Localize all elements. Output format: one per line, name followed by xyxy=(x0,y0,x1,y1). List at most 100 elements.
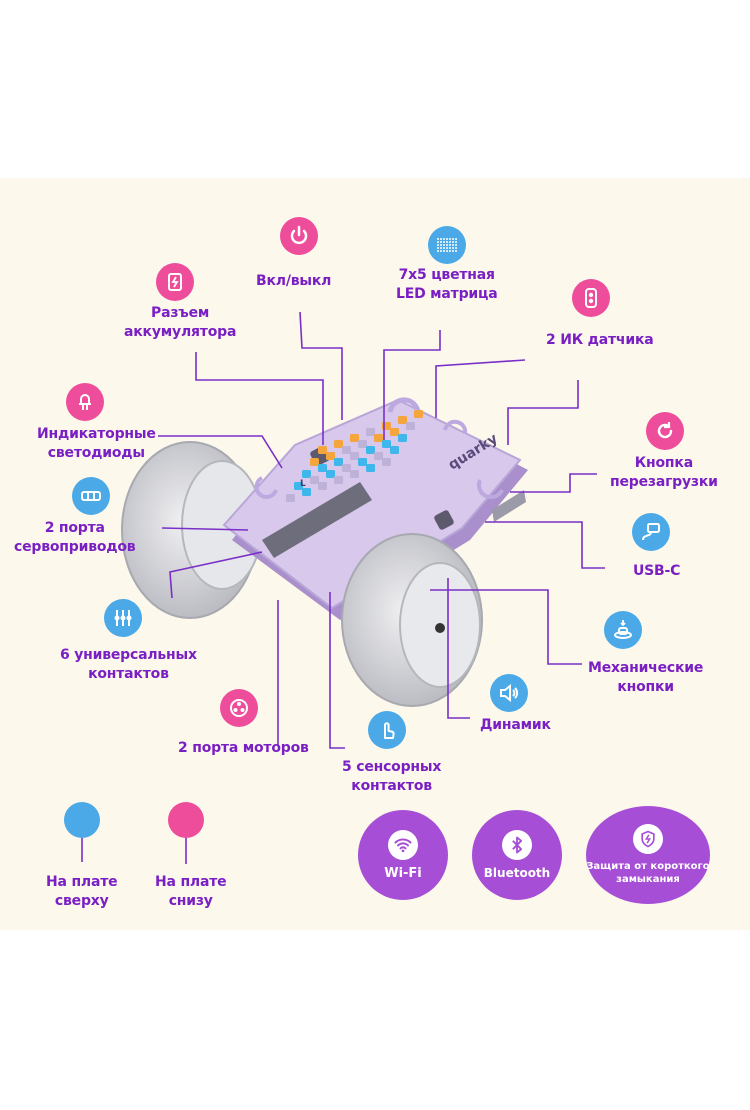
led-cell xyxy=(294,482,303,490)
matrix-icon-dot xyxy=(437,247,439,249)
matrix-icon-dot xyxy=(449,247,451,249)
usb-c-icon xyxy=(632,513,670,551)
led-matrix-icon xyxy=(428,226,466,264)
led-cell xyxy=(350,470,359,478)
matrix-icon-dot xyxy=(446,247,448,249)
matrix-icon-dot xyxy=(443,241,445,243)
matrix-icon-dot xyxy=(455,250,457,252)
shield-icon xyxy=(633,824,663,854)
led-cell xyxy=(398,434,407,442)
quarky-board xyxy=(222,397,528,620)
label-speaker: Динамик xyxy=(480,717,551,733)
led-cell xyxy=(342,446,351,454)
matrix-icon-dot xyxy=(440,250,442,252)
right-wheel xyxy=(341,533,483,707)
led-cell xyxy=(334,458,343,466)
universal-pins-icon xyxy=(104,599,142,637)
matrix-icon-dot xyxy=(440,238,442,240)
speaker-icon xyxy=(490,674,528,712)
matrix-icon-dot xyxy=(440,244,442,246)
label-usb-c: USB-C xyxy=(633,563,681,579)
led-cell xyxy=(374,452,383,460)
touch-icon xyxy=(368,711,406,749)
matrix-icon-dot xyxy=(446,250,448,252)
ir-sensor-icon xyxy=(572,279,610,317)
matrix-icon-dot xyxy=(437,241,439,243)
wifi-label: Wi-Fi xyxy=(384,865,422,881)
led-cell xyxy=(390,428,399,436)
led-cell xyxy=(326,452,335,460)
led-cell xyxy=(382,440,391,448)
bluetooth-label: Bluetooth xyxy=(483,866,551,880)
led-cell xyxy=(342,464,351,472)
led-cell xyxy=(382,458,391,466)
matrix-icon-dot xyxy=(452,247,454,249)
matrix-icon-dot xyxy=(455,241,457,243)
led-cell xyxy=(398,416,407,424)
matrix-icon-dot xyxy=(452,241,454,243)
matrix-icon-dot xyxy=(449,241,451,243)
mechanical-button-icon xyxy=(604,611,642,649)
led-cell xyxy=(302,470,311,478)
led-matrix xyxy=(286,410,423,502)
power-icon xyxy=(280,217,318,255)
matrix-icon-dot xyxy=(443,238,445,240)
led-cell xyxy=(318,482,327,490)
led-cell xyxy=(334,476,343,484)
motor-port-icon xyxy=(220,689,258,727)
matrix-icon-dot xyxy=(443,244,445,246)
matrix-icon-dot xyxy=(452,238,454,240)
led-cell xyxy=(302,488,311,496)
bluetooth-icon xyxy=(502,830,532,860)
led-cell xyxy=(366,428,375,436)
legend-top-dot xyxy=(64,802,100,838)
led-cell xyxy=(366,464,375,472)
led-cell xyxy=(310,458,319,466)
led-cell xyxy=(358,458,367,466)
label-ir-sensors: 2 ИК датчика xyxy=(546,332,654,348)
led-cell xyxy=(350,434,359,442)
led-cell xyxy=(334,440,343,448)
label-power: Вкл/выкл xyxy=(256,273,332,289)
servo-port-icon xyxy=(72,477,110,515)
matrix-icon-dot xyxy=(449,244,451,246)
matrix-icon-dot xyxy=(446,238,448,240)
led-cell xyxy=(374,434,383,442)
leader-lines xyxy=(81,311,605,864)
matrix-icon-dot xyxy=(440,241,442,243)
led-cell xyxy=(358,440,367,448)
wifi-icon xyxy=(388,829,418,860)
matrix-icon-dot xyxy=(443,247,445,249)
matrix-icon-dot xyxy=(440,247,442,249)
matrix-icon-dot xyxy=(437,244,439,246)
led-cell xyxy=(406,422,415,430)
led-cell xyxy=(326,470,335,478)
wifi-badge: Wi-Fi xyxy=(358,810,448,900)
matrix-icon-dot xyxy=(449,238,451,240)
matrix-icon-dot xyxy=(446,244,448,246)
board-left-mark: L xyxy=(300,479,306,489)
led-cell xyxy=(310,476,319,484)
matrix-icon-dot xyxy=(455,244,457,246)
indicator-led-icon xyxy=(66,383,104,421)
matrix-icon-dot xyxy=(443,250,445,252)
matrix-icon-dot xyxy=(452,244,454,246)
matrix-icon-dot xyxy=(455,247,457,249)
led-cell xyxy=(318,446,327,454)
led-cell xyxy=(286,494,295,502)
led-cell xyxy=(390,446,399,454)
matrix-icon-dot xyxy=(449,250,451,252)
